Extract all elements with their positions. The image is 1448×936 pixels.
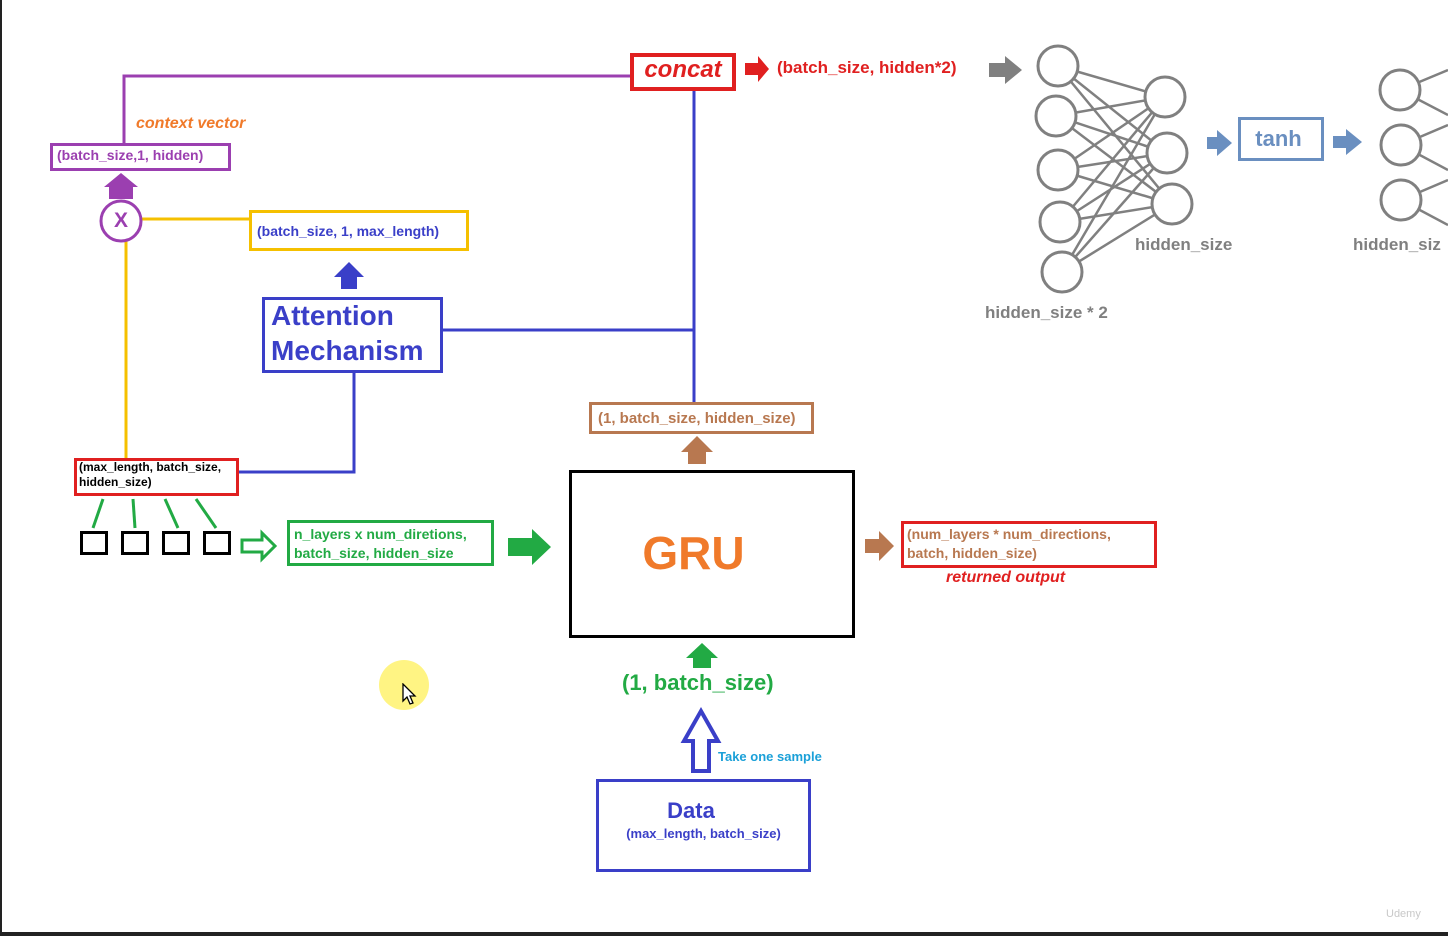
hidden-init-line1: n_layers x num_diretions,: [294, 526, 467, 542]
up-arrow-icon: [681, 436, 713, 464]
encoder-outputs-line2: hidden_size): [79, 475, 152, 489]
hidden-init-line2: batch_size, hidden_size: [294, 545, 454, 561]
nn-layer-label: hidden_size: [1135, 235, 1233, 254]
nn-layer-label: hidden_size * 2: [985, 303, 1108, 322]
nn-node: [1038, 200, 1082, 244]
hollow-up-arrow-icon: [680, 706, 722, 773]
right-arrow-icon: [865, 531, 894, 561]
gru-label: GRU: [642, 527, 745, 579]
right-arrow-icon: [508, 529, 551, 565]
attention-mechanism-line2: Mechanism: [271, 335, 424, 366]
up-arrow-icon: [104, 173, 138, 199]
nn-layer-label: hidden_siz: [1353, 235, 1441, 254]
context-vector-label: context vector: [136, 115, 246, 132]
data-title: Data: [667, 798, 715, 823]
right-arrow-icon: [1333, 129, 1362, 155]
sequence-cell: [203, 531, 231, 555]
nn-edge: [1055, 115, 1173, 205]
nn-node: [1150, 182, 1194, 226]
context-to-concat-line: [122, 74, 632, 143]
tanh-label: tanh: [1255, 126, 1302, 151]
mouse-pointer-icon: [402, 683, 417, 705]
multiply-node: [99, 199, 143, 243]
gru-box: [569, 470, 855, 638]
nn-node: [1036, 44, 1080, 88]
gru-input-shape-label: (1, batch_size): [622, 670, 774, 695]
nn-node: [1036, 148, 1080, 192]
nn-edge: [1059, 96, 1166, 223]
returned-output-line2: batch, hidden_size): [907, 545, 1037, 561]
right-arrow-icon: [745, 56, 769, 82]
data-shape-label: (max_length, batch_size): [626, 826, 781, 841]
nn-node: [1378, 68, 1422, 112]
nn-edge: [1061, 202, 1173, 274]
encoder-outputs-line1: (max_length, batch_size,: [79, 460, 222, 474]
up-arrow-icon: [686, 643, 718, 668]
nn-node: [1145, 131, 1189, 175]
attention-weights-box: [249, 210, 469, 251]
nn-node: [1379, 178, 1423, 222]
nn-node: [1034, 94, 1078, 138]
gru-hidden-shape-box: [589, 402, 814, 434]
context-shape-box: [50, 143, 231, 171]
concat-box: [630, 53, 736, 91]
context-shape-label: (batch_size,1, hidden): [57, 147, 204, 163]
sequence-cell: [80, 531, 108, 555]
attention-weights-shape-label: (batch_size, 1, max_length): [257, 223, 440, 239]
up-arrow-icon: [334, 262, 364, 289]
window-bottom-border: [0, 932, 1448, 936]
multiply-symbol: X: [113, 209, 128, 232]
sequence-cell: [121, 531, 149, 555]
nn-node: [1040, 250, 1084, 294]
take-one-sample-label: Take one sample: [718, 749, 822, 764]
window-left-border: [0, 0, 2, 936]
gru-hidden-shape-label: (1, batch_size, hidden_size): [598, 410, 796, 427]
hidden-init-box: [287, 520, 494, 566]
right-arrow-icon: [989, 56, 1022, 84]
attention-mechanism-line1: Attention: [271, 300, 394, 331]
udemy-watermark: Udemy: [1386, 908, 1421, 920]
nn-edge: [1060, 96, 1167, 273]
nn-node: [1379, 123, 1423, 167]
nn-nodes: [1034, 44, 1423, 294]
right-arrow-icon: [1207, 130, 1232, 156]
returned-output-line1: (num_layers * num_directions,: [907, 526, 1111, 542]
concat-shape-label: (batch_size, hidden*2): [777, 58, 957, 77]
nn-node: [1143, 75, 1187, 119]
returned-output-box: [901, 521, 1157, 568]
nn-edge: [1057, 65, 1168, 154]
hollow-right-arrow-icon: [240, 529, 278, 563]
attention-mechanism-box: [262, 297, 443, 373]
encoder-to-attention-line: [239, 372, 356, 474]
data-box: [596, 779, 811, 872]
tanh-box: [1238, 117, 1324, 161]
returned-output-caption: returned output: [946, 569, 1066, 586]
concat-label: concat: [644, 56, 722, 83]
encoder-outputs-box: [74, 458, 239, 496]
sequence-cell: [162, 531, 190, 555]
nn-edge: [1057, 95, 1166, 172]
nn-edge: [1061, 152, 1168, 273]
